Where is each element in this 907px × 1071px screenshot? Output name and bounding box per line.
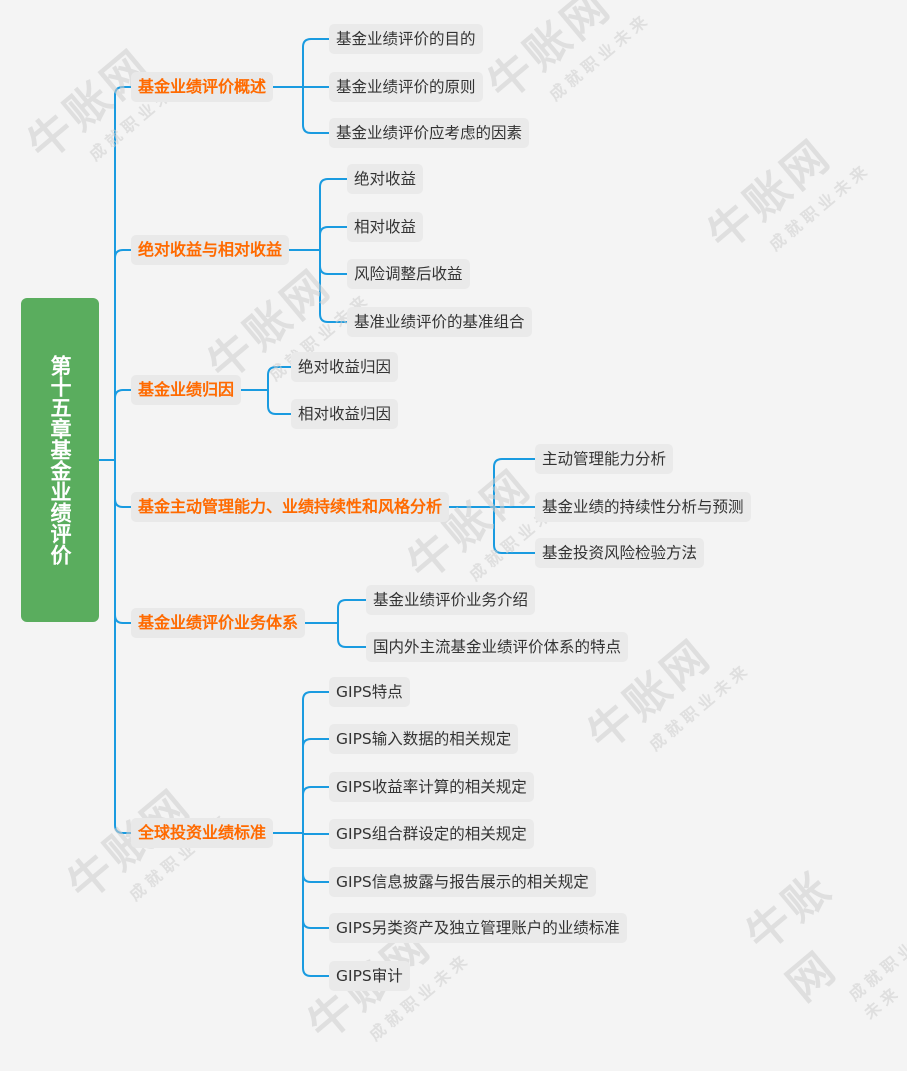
root-link-branch (114, 824, 131, 834)
section-link-5-branch (302, 738, 329, 748)
root-link-branch (114, 614, 131, 624)
watermark: 牛账网成就职业未来 (18, 39, 195, 172)
root-node[interactable]: 第十五章基金业绩评价 (21, 298, 99, 622)
leaf-node-3-0[interactable]: 主动管理能力分析 (535, 444, 674, 474)
root-link-branch (114, 498, 131, 508)
leaf-node-4-0[interactable]: 基金业绩评价业务介绍 (366, 585, 536, 615)
leaf-node-1-0[interactable]: 绝对收益 (347, 164, 424, 194)
section-node-0[interactable]: 基金业绩评价概述 (131, 72, 274, 102)
leaf-node-1-1[interactable]: 相对收益 (347, 212, 424, 242)
leaf-node-0-1[interactable]: 基金业绩评价的原则 (329, 72, 483, 102)
section-link-5-branch (302, 919, 329, 929)
watermark: 牛账网成就职业未来 (478, 0, 655, 112)
watermark: 牛账网成就职业未来 (698, 129, 875, 262)
leaf-node-4-1[interactable]: 国内外主流基金业绩评价体系的特点 (366, 632, 629, 662)
section-link-1-branch (319, 226, 347, 236)
section-link-1-branch (319, 178, 347, 188)
leaf-node-1-2[interactable]: 风险调整后收益 (347, 259, 470, 289)
leaf-node-5-3[interactable]: GIPS组合群设定的相关规定 (329, 819, 534, 849)
section-link-5-branch (302, 873, 329, 883)
leaf-node-5-0[interactable]: GIPS特点 (329, 677, 410, 707)
section-link-4-branch (337, 638, 366, 648)
root-link-branch (114, 389, 131, 399)
leaf-node-2-0[interactable]: 绝对收益归因 (291, 352, 399, 382)
leaf-node-0-2[interactable]: 基金业绩评价应考虑的因素 (329, 118, 530, 148)
section-node-3[interactable]: 基金主动管理能力、业绩持续性和风格分析 (131, 492, 450, 522)
watermark: 牛账网成就职业未来 (736, 861, 907, 1023)
section-link-1-branch (319, 265, 347, 275)
section-node-2[interactable]: 基金业绩归因 (131, 375, 242, 405)
leaf-node-2-1[interactable]: 相对收益归因 (291, 399, 399, 429)
section-link-4-branch (337, 599, 366, 609)
leaf-node-5-6[interactable]: GIPS审计 (329, 961, 410, 991)
section-link-3-branch (493, 458, 535, 468)
section-link-3-branch (493, 544, 535, 554)
section-node-1[interactable]: 绝对收益与相对收益 (131, 235, 290, 265)
section-link-5-branch (302, 691, 329, 701)
leaf-node-5-1[interactable]: GIPS输入数据的相关规定 (329, 724, 519, 754)
mindmap-canvas: 牛账网成就职业未来 牛账网成就职业未来 牛账网成就职业未来 牛账网成就职业未来 … (18, 0, 907, 1051)
leaf-node-3-2[interactable]: 基金投资风险检验方法 (535, 538, 705, 568)
leaf-node-5-2[interactable]: GIPS收益率计算的相关规定 (329, 772, 534, 802)
section-link-1-branch (319, 313, 347, 323)
section-link-2-branch (267, 366, 291, 376)
root-link-branch (114, 86, 131, 96)
section-link-2-branch (267, 405, 291, 415)
leaf-node-5-5[interactable]: GIPS另类资产及独立管理账户的业绩标准 (329, 913, 627, 943)
section-link-5-branch (302, 786, 329, 796)
section-node-5[interactable]: 全球投资业绩标准 (131, 818, 274, 848)
leaf-node-1-3[interactable]: 基准业绩评价的基准组合 (347, 307, 532, 337)
section-node-4[interactable]: 基金业绩评价业务体系 (131, 608, 306, 638)
leaf-node-0-0[interactable]: 基金业绩评价的目的 (329, 24, 483, 54)
section-link-0-branch (302, 38, 329, 48)
root-link-branch (114, 249, 131, 259)
section-link-0-branch (302, 124, 329, 134)
section-link-5-branch (302, 967, 329, 977)
leaf-node-5-4[interactable]: GIPS信息披露与报告展示的相关规定 (329, 867, 596, 897)
leaf-node-3-1[interactable]: 基金业绩的持续性分析与预测 (535, 492, 751, 522)
